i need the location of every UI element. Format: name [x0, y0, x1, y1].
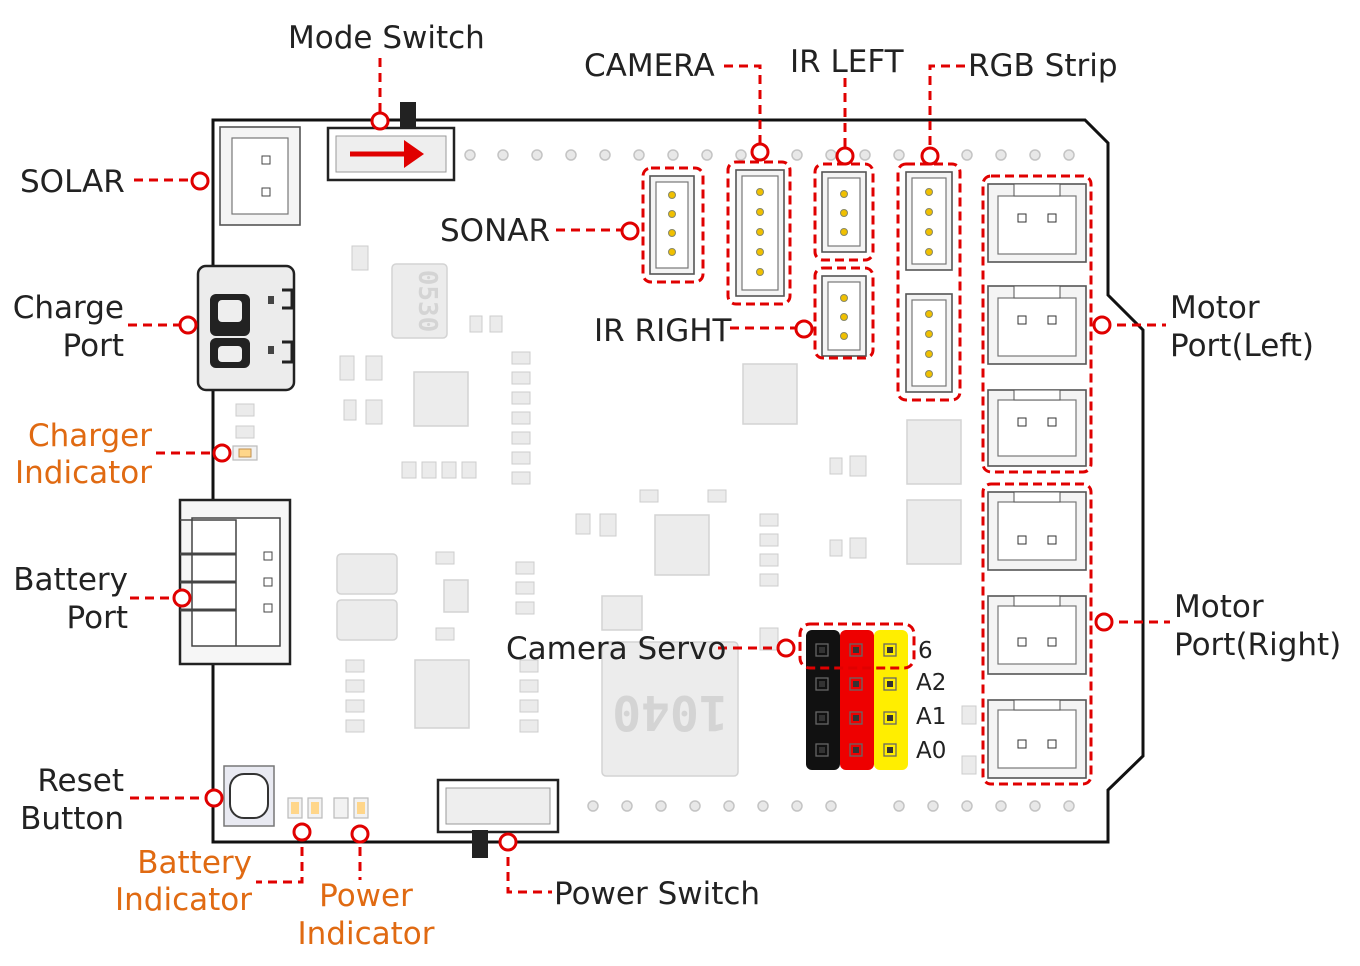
- motor-port-right-connectors: [987, 491, 1087, 779]
- label-solar: SOLAR: [20, 164, 125, 200]
- label-power-indicator-2: Indicator: [298, 916, 435, 952]
- inductor-large-marking: 1040: [612, 684, 728, 740]
- camera-connector: [735, 169, 785, 297]
- label-charge-port-1: Charge: [13, 290, 124, 326]
- sonar-connector: [649, 175, 695, 275]
- label-battery-indicator-1: Battery: [137, 845, 252, 881]
- label-motor-left-1: Motor: [1170, 290, 1260, 326]
- pin-label-6: 6: [918, 638, 933, 664]
- battery-indicator-leds: [287, 797, 323, 819]
- power-switch-component: [436, 778, 560, 858]
- pin-label-a2: A2: [916, 670, 946, 696]
- label-rgb-strip: RGB Strip: [968, 48, 1118, 84]
- label-camera-servo: Camera Servo: [506, 631, 726, 667]
- leader-dots: [172, 111, 1114, 852]
- pcb-components: 0530 1040: [235, 245, 977, 777]
- label-battery-port-1: Battery: [13, 562, 128, 598]
- pin-label-a1: A1: [916, 704, 946, 730]
- rgb-strip-connector-1: [905, 171, 953, 271]
- label-reset-button-2: Button: [20, 801, 124, 837]
- usb-c-port: [196, 264, 296, 392]
- inductor-small-marking: 0530: [412, 270, 442, 333]
- mode-switch-component: [326, 102, 456, 182]
- highlight-boxes: [641, 160, 1093, 786]
- ir-right-connector: [821, 275, 867, 357]
- label-ir-right: IR RIGHT: [594, 313, 733, 349]
- rgb-strip-connector-2: [905, 293, 953, 393]
- reset-button-component: [223, 765, 275, 827]
- label-battery-indicator-2: Indicator: [115, 882, 252, 918]
- pin-label-a0: A0: [916, 738, 946, 764]
- power-indicator-leds: [333, 797, 369, 819]
- label-mode-switch: Mode Switch: [288, 20, 485, 56]
- solar-connector: [219, 126, 301, 226]
- label-power-indicator-1: Power: [319, 878, 413, 914]
- bottom-pin-row: [587, 800, 1075, 812]
- label-battery-port-2: Port: [67, 600, 128, 636]
- label-motor-right-1: Motor: [1174, 589, 1264, 625]
- label-reset-button-1: Reset: [37, 763, 124, 799]
- battery-connector: [178, 498, 292, 666]
- ir-left-connector: [821, 171, 867, 253]
- label-sonar: SONAR: [440, 213, 550, 249]
- label-charger-indicator-1: Charger: [28, 418, 152, 454]
- label-charge-port-2: Port: [63, 328, 124, 364]
- servo-header-pins: [806, 630, 908, 770]
- label-charger-indicator-2: Indicator: [15, 455, 152, 491]
- label-power-switch: Power Switch: [554, 876, 760, 912]
- label-camera: CAMERA: [584, 48, 715, 84]
- top-pin-row: [464, 149, 1075, 161]
- label-ir-left: IR LEFT: [790, 44, 905, 80]
- label-motor-right-2: Port(Right): [1174, 627, 1341, 663]
- label-motor-left-2: Port(Left): [1170, 328, 1314, 364]
- motor-port-left-connectors: [987, 183, 1087, 467]
